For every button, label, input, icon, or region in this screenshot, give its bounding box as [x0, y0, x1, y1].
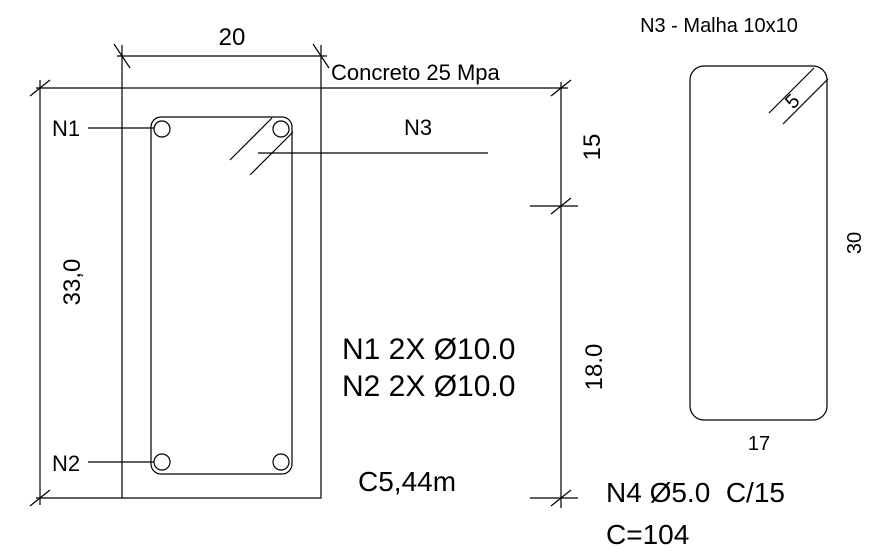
concrete-label: Concreto 25 Mpa [331, 60, 501, 85]
height-tick-bottom [29, 489, 51, 507]
stirrup-width-text: 17 [748, 433, 770, 455]
height-dim-text: 33,0 [59, 259, 86, 306]
section-stirrup [150, 116, 293, 475]
label-n2: N2 [52, 451, 80, 476]
bar-n2-spec: N2 2X Ø10.0 [342, 370, 515, 403]
label-n1: N1 [52, 116, 80, 141]
stirrup-detail-outline [689, 65, 828, 421]
leader-n3: N3 [258, 115, 488, 154]
leader-n1: N1 [52, 116, 154, 141]
bar-n1-right [272, 120, 290, 138]
concrete-label-group: Concreto 25 Mpa [321, 60, 510, 89]
n4-length-spec: C=104 [606, 519, 689, 550]
length-spec: C5,44m [358, 466, 456, 497]
stirrup-hook-text: 5 [781, 90, 804, 113]
right-tick-mid [550, 197, 572, 215]
dim-15-text: 15 [579, 134, 606, 161]
width-dim-text: 20 [219, 24, 246, 51]
leader-n2: N2 [52, 451, 154, 476]
height-tick-top [29, 79, 51, 97]
width-tick-right [312, 43, 330, 69]
height-dimension: 33,0 [29, 79, 122, 507]
bar-n1-left [153, 120, 171, 138]
bar-n2-right [272, 453, 290, 471]
section-hook-1 [229, 117, 273, 161]
n4-spec: N4 Ø5.0 C/15 [606, 477, 785, 508]
width-tick-left [113, 43, 131, 69]
right-tick-bottom [550, 489, 572, 507]
label-n3: N3 [404, 115, 432, 140]
stirrup-height-text: 30 [844, 232, 866, 254]
dim-18-text: 18.0 [581, 344, 608, 391]
right-tick-top [550, 79, 572, 97]
stirrup-detail: N3 - Malha 10x10 5 30 17 [640, 15, 866, 455]
right-vertical-dimension: 15 18.0 [510, 79, 608, 508]
stirrup-detail-hook-1 [768, 67, 815, 114]
stirrup-detail-hook-2 [782, 78, 829, 125]
width-dimension: 20 [113, 24, 330, 88]
bar-n2-left [153, 453, 171, 471]
beam-outline [121, 87, 322, 499]
stirrup-title: N3 - Malha 10x10 [640, 15, 798, 37]
bar-n1-spec: N1 2X Ø10.0 [342, 333, 515, 366]
